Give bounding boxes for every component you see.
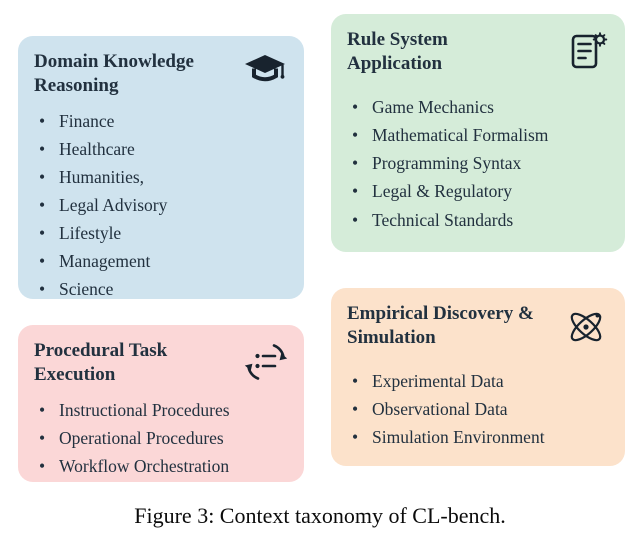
card-item-list: Finance Healthcare Humanities, Legal Adv… [34,109,288,302]
list-item: Healthcare [34,137,288,161]
list-item: Lifestyle [34,221,288,245]
list-item: Programming Syntax [347,151,609,175]
list-item: Game Mechanics [347,95,609,119]
card-title: Empirical Discovery & Simulation [347,303,534,349]
card-header: Procedural Task Execution [34,339,288,388]
list-item: Experimental Data [347,369,609,393]
list-item: Observational Data [347,397,609,421]
list-item: Legal Advisory [34,193,288,217]
card-procedural-task-execution: Procedural Task Execution Instruct [18,325,304,482]
list-item: Simulation Environment [347,425,609,449]
card-empirical-discovery-simulation: Empirical Discovery & Simulation Experim… [331,288,625,466]
list-item: Finance [34,109,288,133]
card-domain-knowledge-reasoning: Domain Knowledge Reasoning Finance Healt… [18,36,304,302]
figure-caption: Figure 3: Context taxonomy of CL-bench. [134,503,506,528]
list-item: Workflow Orchestration [34,454,288,478]
list-item: Mathematical Formalism [347,123,609,147]
card-title: Rule System Application [347,29,448,75]
card-title: Domain Knowledge Reasoning [34,51,194,97]
list-item: Science [34,277,288,301]
card-rule-system-application: Rule System Application [331,14,625,252]
card-header: Domain Knowledge Reasoning [34,50,288,99]
list-item: Management [34,249,288,273]
card-header: Rule System Application [347,28,609,79]
list-item: Humanities, [34,165,288,189]
graduation-cap-icon [242,52,288,95]
atom-icon [563,304,609,355]
card-item-list: Experimental Data Observational Data Sim… [347,369,609,450]
card-title: Procedural Task Execution [34,340,168,386]
list-item: Technical Standards [347,208,609,232]
document-gear-icon [565,30,609,79]
list-item: Legal & Regulatory [347,179,609,203]
list-item: Operational Procedures [34,426,288,450]
list-item: Instructional Procedures [34,398,288,422]
card-item-list: Game Mechanics Mathematical Formalism Pr… [347,95,609,232]
card-item-list: Instructional Procedures Operational Pro… [34,398,288,479]
card-header: Empirical Discovery & Simulation [347,302,609,355]
cycle-list-icon [244,341,288,388]
